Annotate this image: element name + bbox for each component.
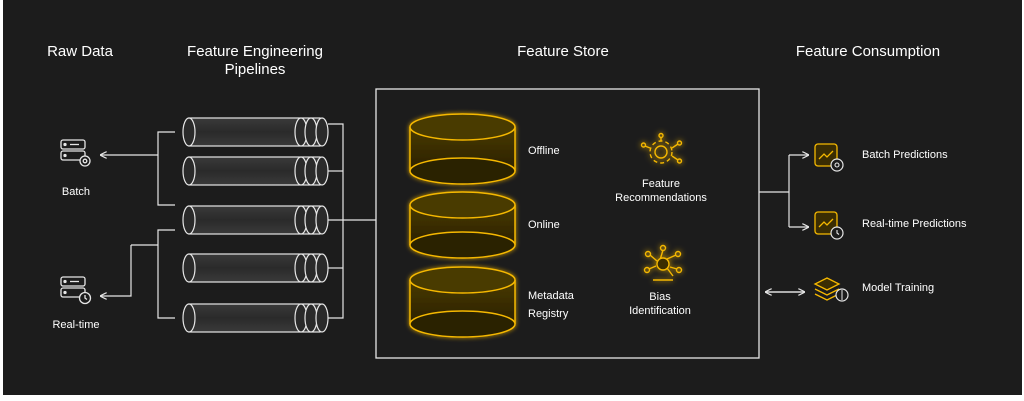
online-cylinder [409,191,516,259]
batch-predictions-label: Batch Predictions [862,149,948,161]
pipeline-connectors [328,123,376,319]
online-label: Online [528,219,560,231]
offline-label: Offline [528,145,560,157]
server-gear-icon [60,139,91,167]
server-clock-icon [60,276,92,305]
pipelines-header-line1: Feature Engineering [187,43,323,60]
model-training-label: Model Training [862,282,935,294]
pipelines [182,117,329,333]
realtime-bracket [157,229,175,319]
recommendations-label-line1: Feature [642,178,680,190]
feature-consumption-header: Feature Consumption [795,43,941,60]
pipeline-2 [182,156,329,186]
pipeline-3 [182,205,329,235]
feature-store-box [375,88,760,359]
layers-brain-icon [813,277,849,302]
gear-network-icon [640,132,683,164]
bias-network-icon [643,244,683,281]
batch-bracket [157,131,175,206]
consumer-connectors [759,155,808,292]
pipeline-4 [182,253,329,283]
diagram-canvas: Raw Data Feature Engineering Pipelines F… [3,0,1022,395]
metadata-cylinder [409,266,516,338]
pipelines-header-line2: Pipelines [224,61,286,78]
feature-store-header: Feature Store [517,43,609,60]
raw-data-header: Raw Data [47,43,113,60]
realtime-predictions-label: Real-time Predictions [862,218,967,230]
pipeline-1 [182,117,329,147]
source-connectors [101,131,175,319]
diagram-graphics [60,88,849,359]
metadata-label-line1: Metadata [528,290,574,302]
chart-clock-icon [814,211,844,240]
offline-cylinder [409,113,516,185]
storage-cylinders [409,113,516,338]
bias-label-line2: Identification [629,305,691,317]
pipeline-5 [182,303,329,333]
realtime-label: Real-time [52,319,100,331]
chart-gear-icon [814,143,844,172]
pipeline-merge-bracket [328,123,344,319]
recommendations-label-line2: Recommendations [615,192,707,204]
bias-label-line1: Bias [649,291,671,303]
batch-label: Batch [61,186,91,198]
realtime-connector [101,245,132,296]
metadata-label-line2: Registry [528,308,569,320]
